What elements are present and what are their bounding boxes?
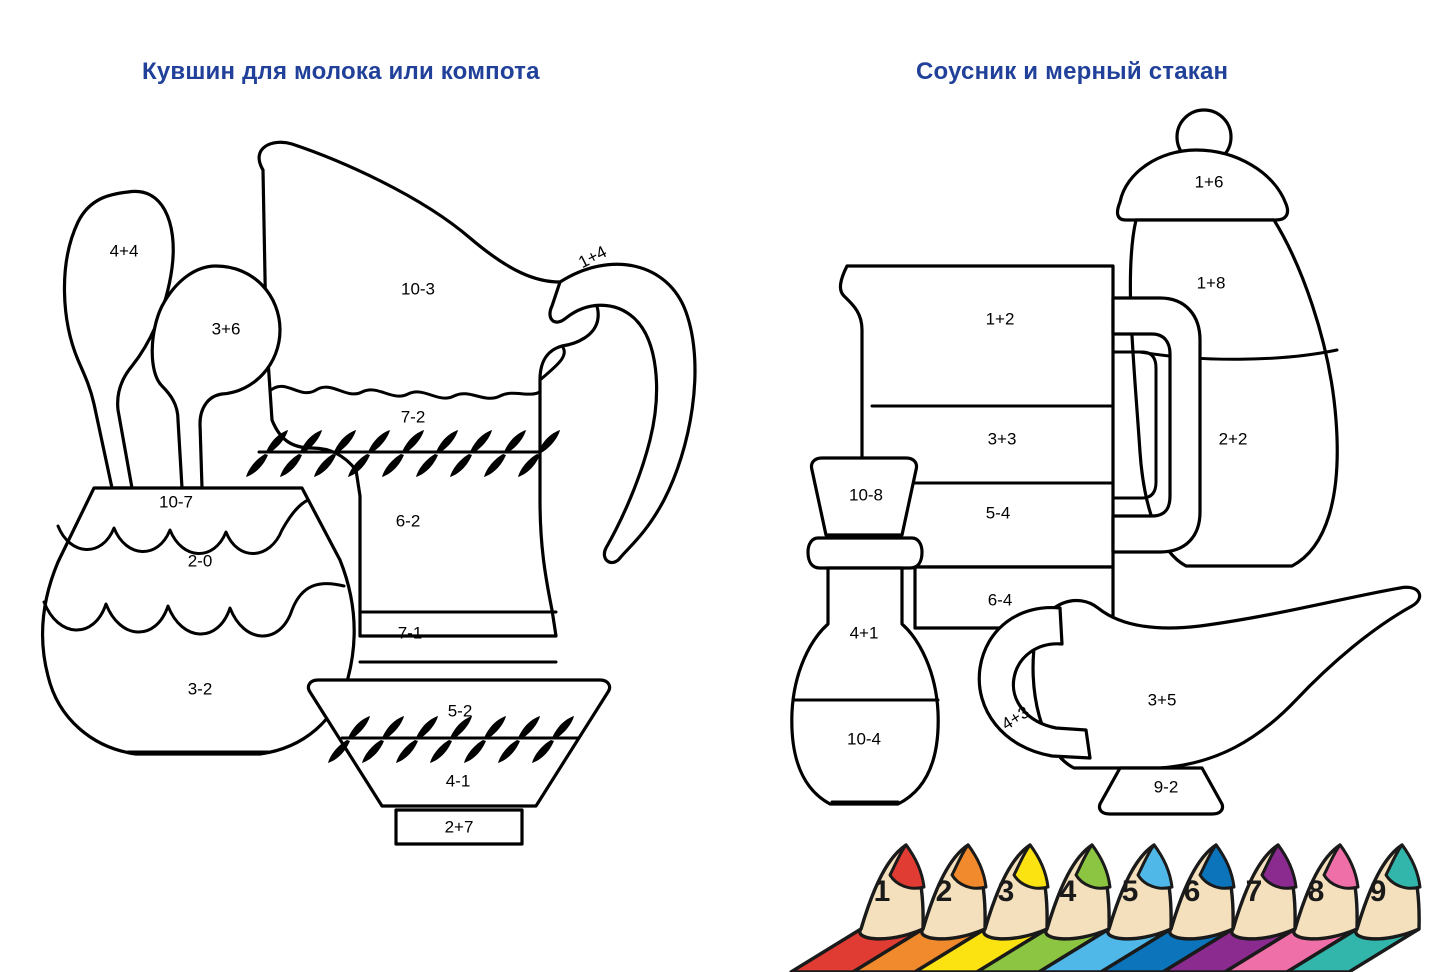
pencil-number-2: 2 [936,875,953,908]
pencil-legend-row: 1 2 3 4 5 6 7 8 9 [789,843,1422,972]
label-jar-lid: 1+6 [1195,172,1224,191]
label-jar-upper: 1+8 [1197,273,1226,292]
pencil-number-7: 7 [1246,875,1263,908]
label-vase-upper: 2-0 [188,551,213,570]
right-panel-title: Соусник и мерный стакан [916,58,1229,85]
label-boat-foot: 9-2 [1154,777,1179,796]
label-cruet-body: 4+1 [850,623,879,642]
label-boat-body: 3+5 [1148,690,1177,709]
vase-shape: 10-7 2-0 3-2 [40,486,356,756]
label-bowl-upper: 5-2 [448,701,473,720]
left-panel-title: Кувшин для молока или компота [142,58,540,85]
pencil-number-5: 5 [1122,875,1139,908]
label-cup-top: 1+2 [986,309,1015,328]
pencil-number-4: 4 [1060,875,1077,908]
label-vase-rim: 10-7 [159,492,193,511]
label-pitcher-band: 7-2 [401,407,426,426]
pencil-number-6: 6 [1184,875,1201,908]
bowl-shape: 5-2 4-1 2+7 [306,678,612,846]
gravy-boat-shape: 3+5 4+3 9-2 [977,585,1422,816]
right-illustration-group: 1+6 1+8 2+2 1+2 3+ [790,108,1422,816]
pencil-9[interactable]: 9 [1285,843,1422,972]
pencil-5[interactable]: 5 [1037,843,1174,972]
label-cup-band2: 5-4 [986,503,1011,522]
pencil-7[interactable]: 7 [1161,843,1298,972]
pencil-3[interactable]: 3 [913,843,1050,972]
left-illustration-group: 10-3 7-2 6-2 7-1 1+4 4+4 3+6 [40,140,697,846]
label-pitcher-base: 7-1 [398,623,423,642]
label-cup-band3: 6-4 [988,590,1013,609]
label-cruet-base: 10-4 [847,729,881,748]
label-bowl-foot: 2+7 [445,817,474,836]
spoon-small-shape: 3+6 [150,264,282,490]
pencil-4[interactable]: 4 [975,843,1112,972]
label-vase-lower: 3-2 [188,679,213,698]
label-cruet-neck: 10-8 [849,485,883,504]
pencil-number-3: 3 [998,875,1015,908]
label-pitcher-body: 6-2 [396,511,421,530]
pencil-6[interactable]: 6 [1099,843,1236,972]
pitcher-shape: 10-3 7-2 6-2 7-1 1+4 [246,140,697,664]
label-pitcher-top: 10-3 [401,279,435,298]
pencil-8[interactable]: 8 [1223,843,1360,972]
label-spoon-large: 4+4 [110,241,139,260]
label-cup-band1: 3+3 [988,429,1017,448]
label-jar-lower: 2+2 [1219,429,1248,448]
label-spoon-small: 3+6 [212,319,241,338]
pencil-number-1: 1 [874,875,891,908]
pencil-2[interactable]: 2 [851,843,988,972]
label-bowl-lower: 4-1 [446,771,471,790]
pencil-1[interactable]: 1 [789,843,926,972]
pencil-number-9: 9 [1370,875,1387,908]
cruet-shape: 10-8 4+1 10-4 [790,456,940,806]
pencil-number-8: 8 [1308,875,1325,908]
